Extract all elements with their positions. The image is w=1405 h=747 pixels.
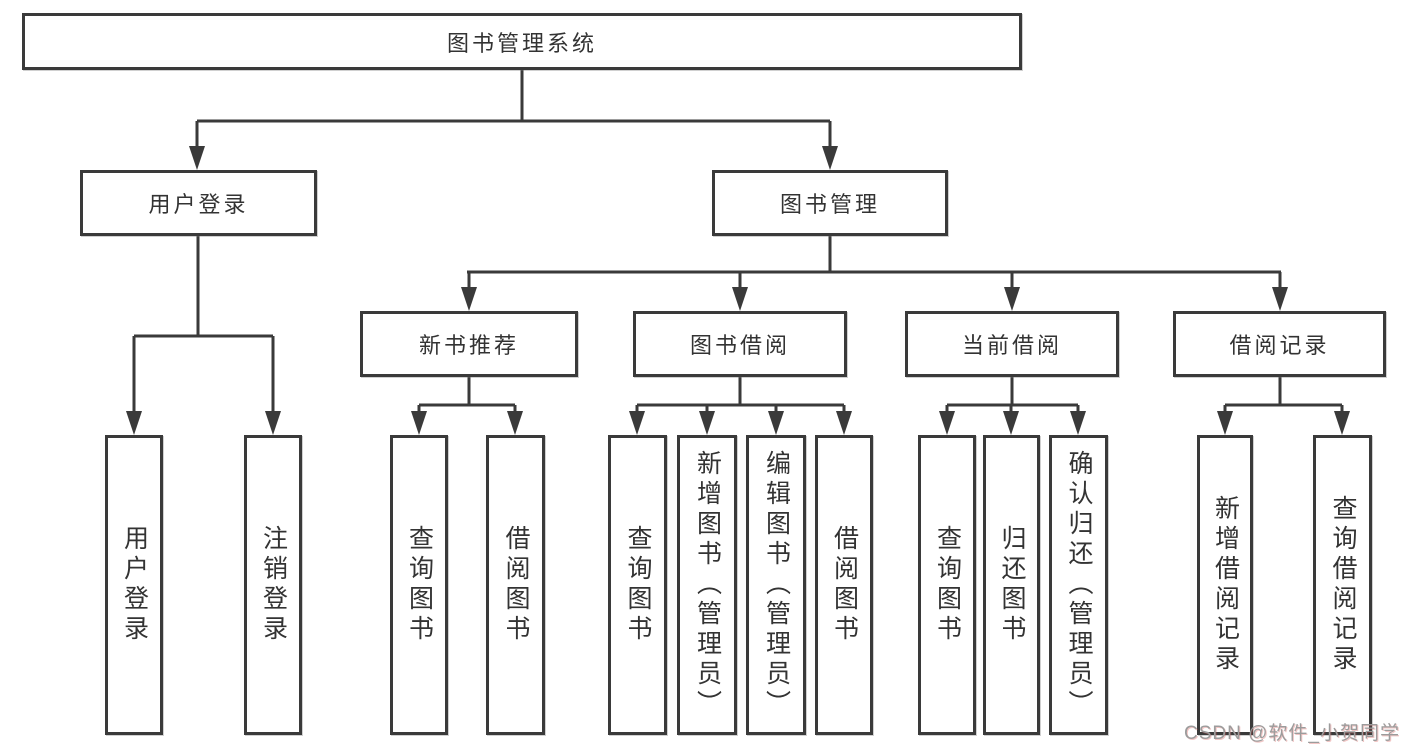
leaf-add-borrow-record: 新增借阅记录: [1197, 435, 1253, 735]
leaf-logout: 注销登录: [244, 435, 302, 735]
leaf-return-books: 归还图书: [983, 435, 1040, 735]
node-root: 图书管理系统: [22, 13, 1022, 70]
node-book-borrow: 图书借阅: [633, 311, 847, 377]
leaf-query-books: 查询图书: [390, 435, 448, 735]
node-current-borrow: 当前借阅: [905, 311, 1119, 377]
leaf-borrow-books: 借阅图书: [815, 435, 873, 735]
leaf-confirm-return-admin: 确认归还（管理员）: [1049, 435, 1108, 735]
node-book-management: 图书管理: [712, 170, 948, 236]
node-borrow-records: 借阅记录: [1173, 311, 1386, 377]
csdn-watermark: CSDN @软件_小贺同学: [1184, 723, 1400, 744]
leaf-borrow-books: 借阅图书: [486, 435, 545, 735]
node-user-login: 用户登录: [80, 170, 317, 236]
leaf-query-books: 查询图书: [918, 435, 976, 735]
leaf-user-login: 用户登录: [105, 435, 163, 735]
leaf-edit-books-admin: 编辑图书（管理员）: [746, 435, 806, 735]
leaf-query-books: 查询图书: [608, 435, 667, 735]
node-new-book-recommend: 新书推荐: [360, 311, 578, 377]
leaf-query-borrow-record: 查询借阅记录: [1313, 435, 1372, 735]
leaf-add-books-admin: 新增图书（管理员）: [677, 435, 737, 735]
